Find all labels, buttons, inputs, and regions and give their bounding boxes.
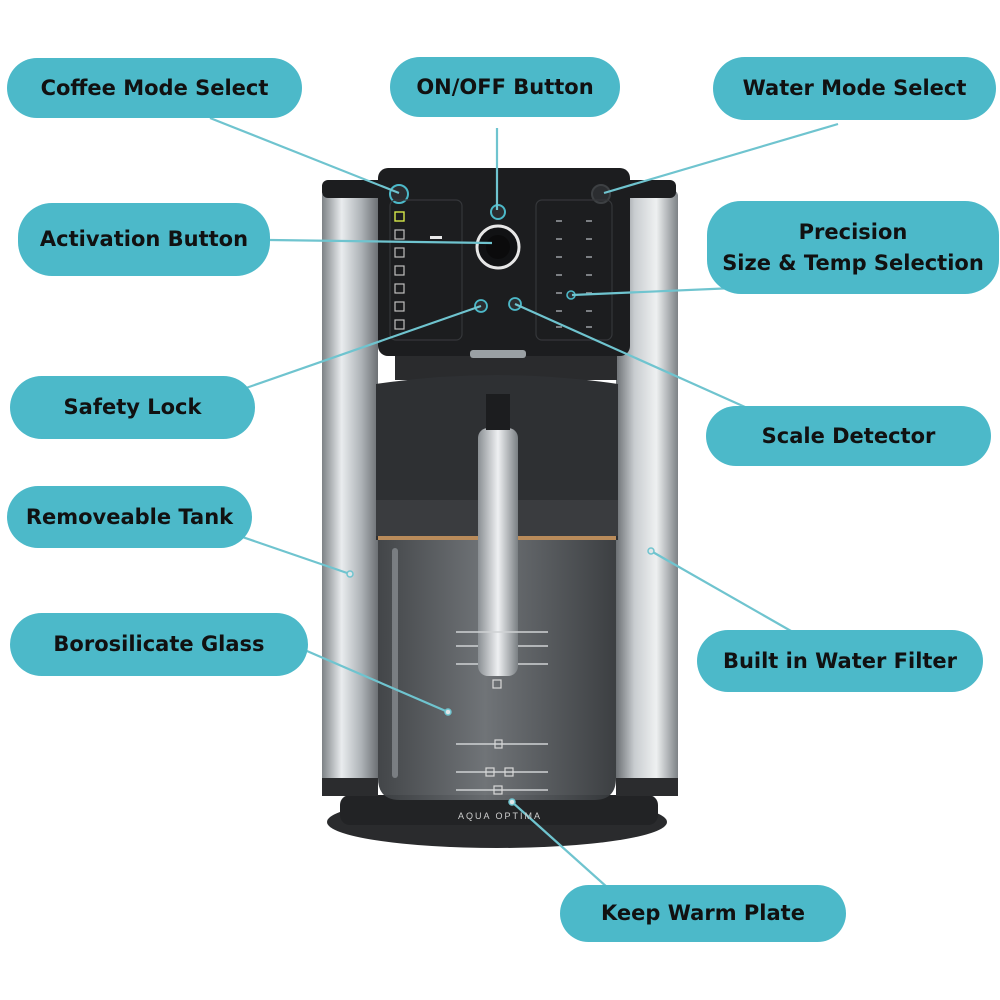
mode-icon-1 — [394, 211, 405, 222]
callout-activation-button: Activation Button — [18, 203, 270, 276]
leader-lines — [209, 116, 839, 889]
panel-cap-right — [604, 180, 676, 198]
mode-icon-4 — [394, 265, 405, 276]
panel-divider-right — [535, 199, 613, 341]
mode-icon-3 — [394, 247, 405, 258]
carafe-mark-icon-3 — [485, 767, 495, 777]
brand-logo-text: AQUA OPTIMA — [458, 811, 543, 821]
callout-label: Scale Detector — [761, 423, 936, 448]
callout-built-in-water-filter: Built in Water Filter — [697, 630, 983, 692]
carafe-mark-icon-1 — [492, 679, 502, 689]
left-steel-column — [322, 190, 378, 790]
leader-keep-warm — [511, 801, 609, 889]
leader-endpoint-dots — [346, 547, 655, 806]
mode-icon-2 — [394, 229, 405, 240]
callout-coffee-mode-select: Coffee Mode Select — [7, 58, 302, 118]
panel-cap-left — [322, 180, 392, 198]
callout-borosilicate-glass: Borosilicate Glass — [10, 613, 308, 676]
callout-precision-size-temp: Precision Size & Temp Selection — [707, 201, 999, 294]
callout-safety-lock: Safety Lock — [10, 376, 255, 439]
callout-label: Removeable Tank — [25, 504, 234, 529]
callout-label: ON/OFF Button — [416, 74, 594, 99]
callout-keep-warm-plate: Keep Warm Plate — [560, 885, 846, 942]
callout-label-line2: Size & Temp Selection — [722, 250, 984, 275]
leader-scale-detector — [514, 302, 746, 409]
callout-label: Borosilicate Glass — [53, 632, 265, 657]
callout-removeable-tank: Removeable Tank — [7, 486, 252, 548]
center-tube — [478, 428, 518, 676]
callout-label-line1: Precision — [798, 220, 908, 245]
mode-icon-7 — [394, 319, 405, 330]
spout-ring — [470, 350, 526, 358]
right-column-foot — [616, 778, 678, 796]
precision-scale-marks — [556, 220, 592, 328]
callout-water-mode-select: Water Mode Select — [713, 57, 996, 120]
callout-label: Built in Water Filter — [722, 648, 958, 673]
leader-borosilicate-glass — [299, 646, 449, 714]
coffee-mode-button[interactable] — [389, 184, 409, 204]
leader-precision — [571, 286, 736, 297]
left-column-foot — [322, 778, 378, 796]
water-mode-button[interactable] — [591, 184, 611, 204]
display-dash — [430, 236, 442, 239]
right-steel-column — [616, 190, 678, 790]
callout-label: Activation Button — [39, 227, 249, 252]
leader-safety-lock — [245, 304, 482, 390]
panel-divider-left — [389, 199, 463, 341]
tube-outlet — [486, 394, 510, 430]
callout-label: Water Mode Select — [742, 76, 967, 101]
warm-plate-base — [340, 795, 658, 825]
glass-highlight — [392, 548, 398, 778]
callout-label: Safety Lock — [63, 395, 202, 420]
callout-label: Keep Warm Plate — [601, 901, 805, 926]
carafe-mark-icon-4 — [504, 767, 514, 777]
leader-water-mode — [603, 122, 839, 195]
callout-label: Coffee Mode Select — [40, 75, 269, 100]
leader-activation — [269, 238, 493, 245]
carafe-mark-icon-2 — [494, 739, 503, 749]
mode-icon-6 — [394, 301, 405, 312]
leader-water-filter — [650, 550, 799, 636]
leader-coffee-mode — [209, 116, 400, 195]
carafe-mark-icon-5 — [493, 785, 503, 795]
activation-dial-inner — [486, 235, 510, 259]
mode-icon-5 — [394, 283, 405, 294]
callout-on-off-button: ON/OFF Button — [390, 57, 620, 117]
callout-scale-detector: Scale Detector — [706, 406, 991, 466]
